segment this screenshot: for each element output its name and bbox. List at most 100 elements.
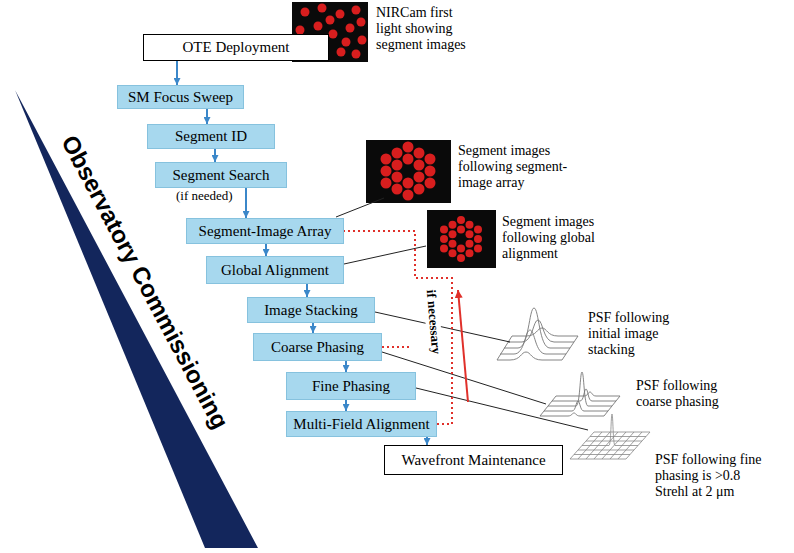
segment-spot [358,36,367,45]
process-box: Image Stacking [247,297,375,323]
segment-spot [414,172,425,183]
flow-arrow [176,61,178,85]
flow-arrow [214,149,216,162]
psf-mesh-line [552,389,616,401]
image-caption: Segment images following global alignmen… [502,214,620,262]
segment-spot [352,6,361,15]
box-text: OTE Deployment [182,39,289,56]
segment-spot [457,254,465,262]
box-text: Segment Search [172,167,269,184]
segment-spot [326,16,335,25]
note-label: (if needed) [176,189,233,204]
segment-spot [425,166,436,177]
leader-line [336,198,384,217]
image-caption: PSF following initial image stacking [588,310,694,358]
segment-spot [403,154,414,165]
global-alignment-image [427,210,496,268]
segment-spot [381,178,392,189]
segment-spot [425,178,436,189]
segment-spot [457,226,465,234]
segment-spot [392,160,403,171]
segment-spot [301,8,310,17]
segment-spot [352,50,361,59]
psf-stacking-plot [497,308,578,360]
segment-spot [392,172,403,183]
segment-spot [392,148,403,159]
dotted-return-branch [382,346,410,348]
psf-mesh-line [497,352,562,360]
segment-spot [346,24,355,33]
segment-spot [466,221,474,229]
segment-spot [466,230,474,238]
segment-spot [474,245,482,253]
segment-spot [474,226,482,234]
segment-spot [381,154,392,165]
process-box: Segment ID [147,124,275,149]
segment-spot [440,245,448,253]
segment-spot [457,245,465,253]
process-box: Fine Phasing [286,372,416,400]
box-text: Image Stacking [264,302,358,319]
process-box: Global Alignment [206,256,344,284]
psf-coarse-plot [540,372,620,416]
leader-line [375,312,510,342]
box-text: Fine Phasing [312,378,390,395]
flow-arrow [426,437,428,445]
segment-spot [357,18,366,27]
flow-arrow [265,244,267,256]
psf-fine-plot [570,414,650,459]
segment-spot [440,235,448,243]
segment-spot [414,148,425,159]
psf-mesh-line [548,372,612,406]
box-text: Coarse Phasing [271,339,364,356]
flow-arrow [306,284,308,297]
segment-spot [440,226,448,234]
flow-arrow [345,400,347,411]
segment-spot [314,22,323,31]
segment-spot [318,4,327,13]
flow-arrow [206,109,208,124]
process-box: Segment Search [155,162,287,188]
psf-mesh-line [540,396,620,416]
psf-mesh-line [540,413,604,416]
segment-array-image [366,140,451,203]
segment-spot [466,240,474,248]
flow-arrow [345,361,347,372]
box-text: Multi-Field Alignment [293,416,429,433]
box-text: Segment-Image Array [199,223,332,240]
segment-spot [342,38,351,47]
psf-mesh-line [570,432,650,459]
leader-line [416,388,588,430]
segment-spot [414,160,425,171]
segment-spots [440,216,482,262]
psf-mesh-line [497,336,578,360]
terminal-box: Wavefront Maintenance [384,445,563,475]
image-frame [427,210,496,268]
loop-label: if necessary [422,286,443,358]
segment-spot [403,190,414,201]
segment-spot [474,235,482,243]
segment-spot [403,142,414,153]
image-caption: PSF following coarse phasing [636,378,748,410]
box-text: Global Alignment [221,262,329,279]
psf-mesh-line [504,308,570,348]
segment-spots [381,142,436,201]
segment-spot [414,184,425,195]
return-direction-arrow [458,290,468,402]
box-text: Segment ID [175,128,247,145]
terminal-box: OTE Deployment [143,34,329,61]
box-text: SM Focus Sweep [128,89,233,106]
segment-spot [381,166,392,177]
image-caption: Segment images following segment-image a… [458,143,583,191]
psf-mesh-line [544,401,608,411]
segment-spot [449,240,457,248]
process-box: Coarse Phasing [253,333,382,361]
process-box: SM Focus Sweep [117,85,244,109]
segment-spot [449,230,457,238]
segment-spot [449,249,457,257]
segment-spot [336,10,345,19]
image-caption: NIRCam first light showing segment image… [376,5,476,53]
box-text: Wavefront Maintenance [401,452,545,469]
leader-line [344,246,426,264]
